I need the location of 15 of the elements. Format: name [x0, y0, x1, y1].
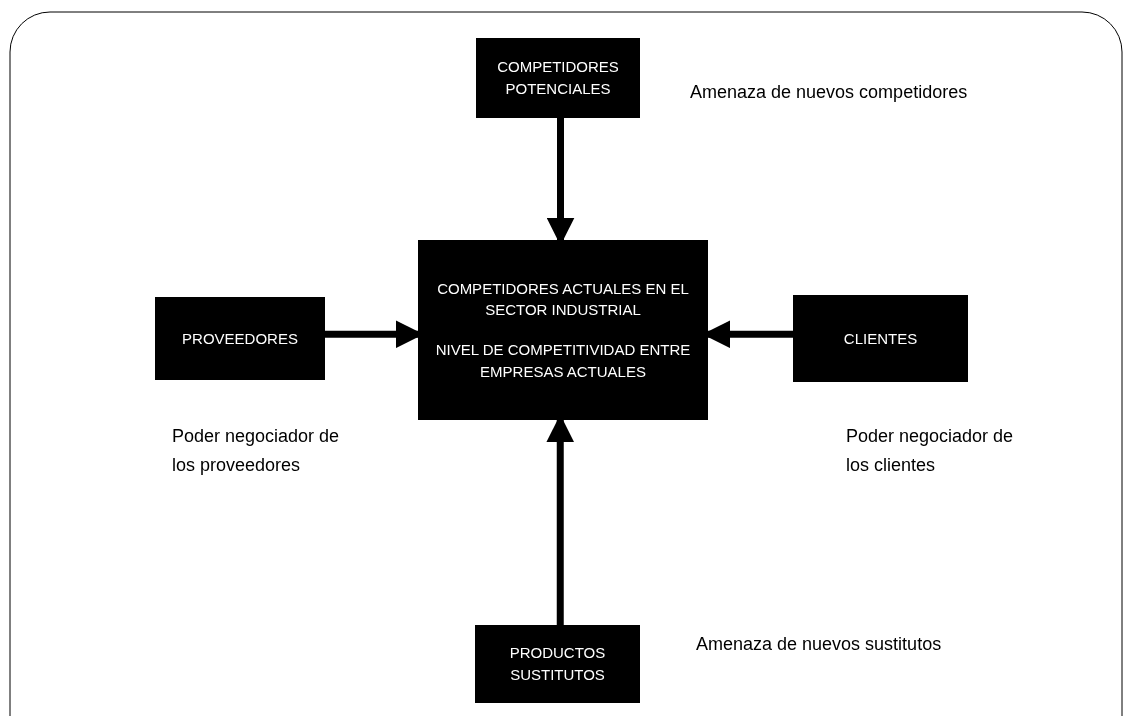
process-box: [475, 625, 640, 703]
process-box: [418, 240, 708, 420]
annotation-text: Amenaza de nuevos competidores: [690, 81, 969, 104]
box-label: COMPETIDORES ACTUALES EN EL SECTOR INDUSTRIAL: [436, 278, 690, 321]
process-box: [155, 297, 325, 380]
box-label: CLIENTES: [843, 328, 918, 349]
annotation-text: Amenaza de nuevos sustitutos: [696, 633, 943, 656]
annotation-text: Poder negociador de los clientes: [846, 425, 1015, 477]
box-label: COMPETIDORES POTENCIALES: [496, 57, 620, 99]
box-label: PROVEEDORES: [182, 328, 298, 349]
annotation-text: Poder negociador de los proveedores: [172, 425, 341, 477]
process-box: [793, 295, 968, 382]
box-label: NIVEL DE COMPETITIVIDAD ENTRE EMPRESAS ACTUALES: [434, 340, 692, 382]
process-box: [476, 38, 640, 118]
box-label: PRODUCTOS SUSTITUTOS: [508, 643, 607, 685]
